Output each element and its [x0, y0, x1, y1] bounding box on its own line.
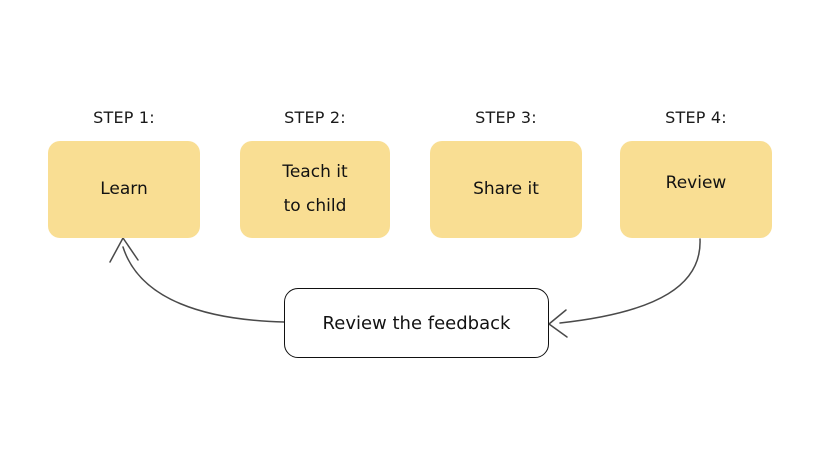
arrow-review-to-feedback-path — [559, 238, 701, 324]
step-label-3: STEP 3: — [475, 108, 537, 127]
step-box-text-line: Share it — [473, 178, 539, 199]
step-box-teach-it-to-child[interactable]: Teach it to child — [240, 141, 390, 238]
step-box-text-line: Learn — [100, 178, 148, 199]
step-label-2: STEP 2: — [284, 108, 346, 127]
step-box-review[interactable]: Review — [620, 141, 772, 238]
step-box-text-line: to child — [283, 195, 347, 216]
arrow-feedback-to-learn-path — [122, 246, 285, 323]
step-box-share-it[interactable]: Share it — [430, 141, 582, 238]
feedback-box-label: Review the feedback — [322, 312, 511, 334]
step-box-learn[interactable]: Learn — [48, 141, 200, 238]
step-box-text-line: Review — [665, 173, 727, 193]
feedback-box[interactable]: Review the feedback — [284, 288, 549, 358]
arrow-review-to-feedback-head — [548, 309, 568, 338]
arrow-feedback-to-learn-head — [109, 237, 139, 263]
step-label-4: STEP 4: — [665, 108, 727, 127]
step-box-text-line: Teach it — [282, 162, 348, 183]
step-label-1: STEP 1: — [93, 108, 155, 127]
